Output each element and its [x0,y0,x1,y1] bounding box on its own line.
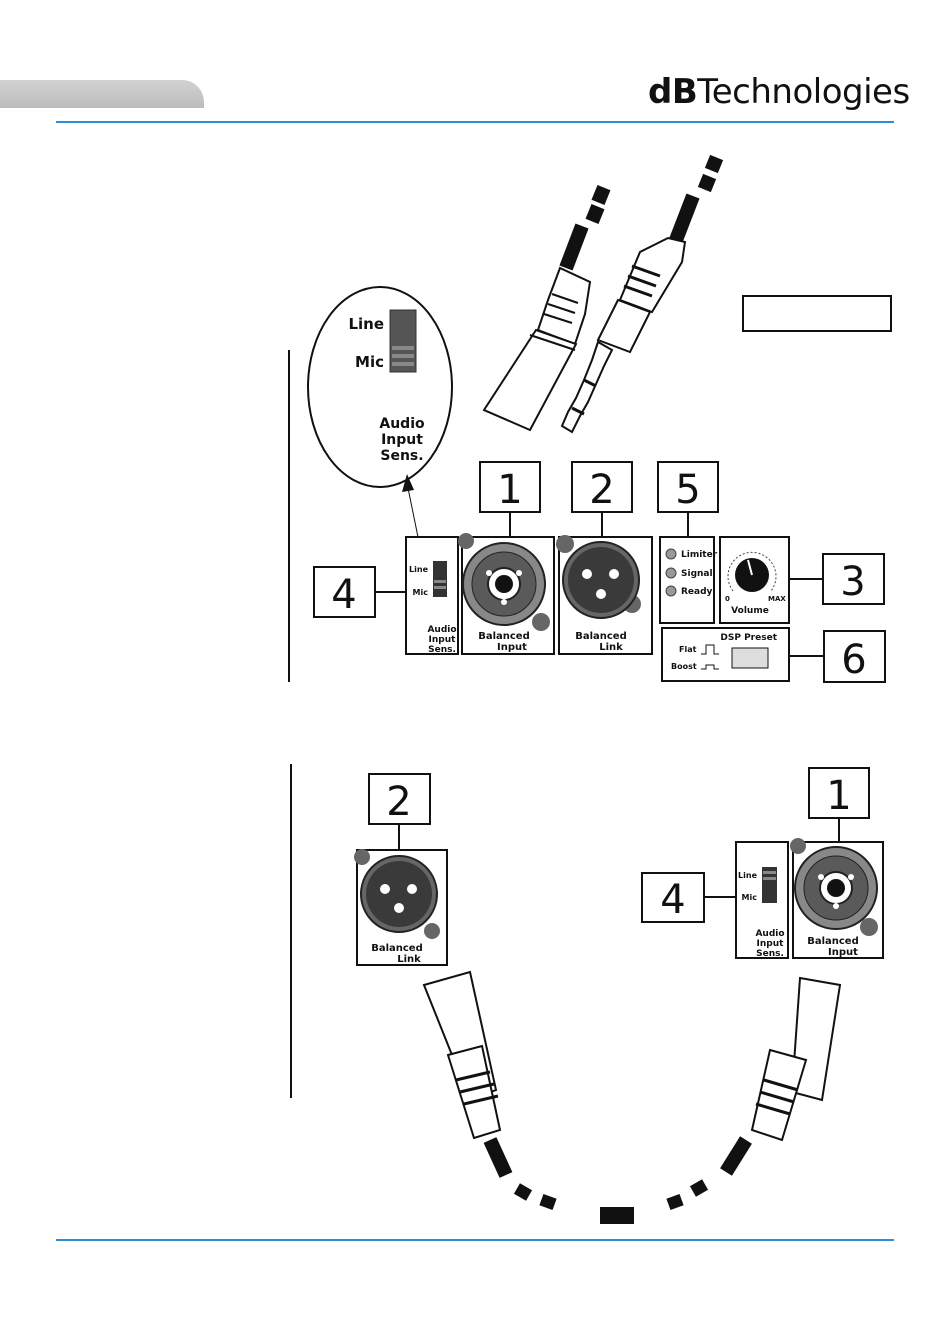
top-balanced-link: Balanced Link [556,535,652,654]
top-sens-mic: Mic [413,588,429,597]
callout-2-bottom-num: 2 [386,779,411,825]
bottom-link-label2: Link [397,954,421,965]
callout-5-top-num: 5 [675,467,700,513]
zoom-caption-1: Audio [379,416,425,432]
blank-label-box [743,296,891,331]
top-sens-panel: Line Mic Audio Input Sens. [406,537,458,655]
top-volume-panel: 0 MAX Volume [720,537,789,623]
zoom-line-label: Line [348,315,384,333]
callout-2-top-num: 2 [589,467,614,513]
xlr-plug-bottom-left [424,972,557,1210]
top-input-label1: Balanced [478,631,530,642]
volume-min: 0 [725,595,730,603]
top-link-label1: Balanced [575,631,627,642]
top-sens-line: Line [409,565,429,574]
callout-5-top: 5 [658,462,718,537]
led-ready: Ready [681,587,713,597]
top-sens-cap3: Sens. [428,645,456,655]
top-led-panel: Limiter Signal Ready [660,537,718,623]
bottom-balanced-link: Balanced Link [354,849,447,965]
callout-4-bottom-num: 4 [660,877,685,923]
callout-4-top: 4 [314,567,406,618]
xlr-plug-bottom-right [666,978,840,1210]
callout-4-bottom: 4 [642,873,736,923]
bottom-sens-mic: Mic [742,893,758,902]
zoom-arrow-line [408,488,418,537]
bottom-link-label1: Balanced [371,943,423,954]
top-link-label2: Link [599,642,623,653]
top-sens-cap2: Input [429,635,457,645]
led-signal: Signal [681,569,713,579]
callout-3-top: 3 [789,554,884,605]
volume-label: Volume [731,606,769,616]
top-input-label2: Input [497,642,527,653]
dsp-title: DSP Preset [720,633,777,643]
callout-1-bottom: 1 [809,768,869,842]
bottom-sens-cap2: Input [757,939,785,949]
bottom-sens-panel: Line Mic Audio Input Sens. [736,842,788,959]
callout-4-top-num: 4 [331,572,356,618]
sens-zoom: Line Mic Audio Input Sens. [308,287,452,487]
callout-6-top-num: 6 [841,637,866,683]
callout-6-top: 6 [789,631,885,683]
callout-2-top: 2 [572,462,632,537]
dsp-boost: Boost [671,662,697,671]
led-limiter: Limiter [681,550,718,560]
callout-3-top-num: 3 [840,559,865,605]
callout-1-top: 1 [480,462,540,537]
top-balanced-input: Balanced Input [458,533,554,654]
bottom-balanced-input: Balanced Input [790,838,883,958]
zoom-caption-3: Sens. [380,448,423,464]
zoom-mic-label: Mic [355,353,384,371]
callout-2-bottom: 2 [369,774,430,850]
callout-1-bottom-num: 1 [826,773,851,819]
bottom-input-label1: Balanced [807,936,859,947]
bottom-sens-line: Line [738,871,758,880]
bottom-input-label2: Input [828,947,858,958]
bottom-sens-cap1: Audio [755,929,784,939]
volume-max: MAX [768,595,786,603]
cable-gap-segment [600,1207,634,1224]
callout-1-top-num: 1 [497,467,522,513]
dsp-flat: Flat [679,645,697,654]
zoom-caption-2: Input [381,432,423,448]
top-sens-cap1: Audio [427,625,456,635]
top-dsp-panel: DSP Preset Flat Boost [662,628,789,681]
bottom-sens-cap3: Sens. [756,949,784,959]
